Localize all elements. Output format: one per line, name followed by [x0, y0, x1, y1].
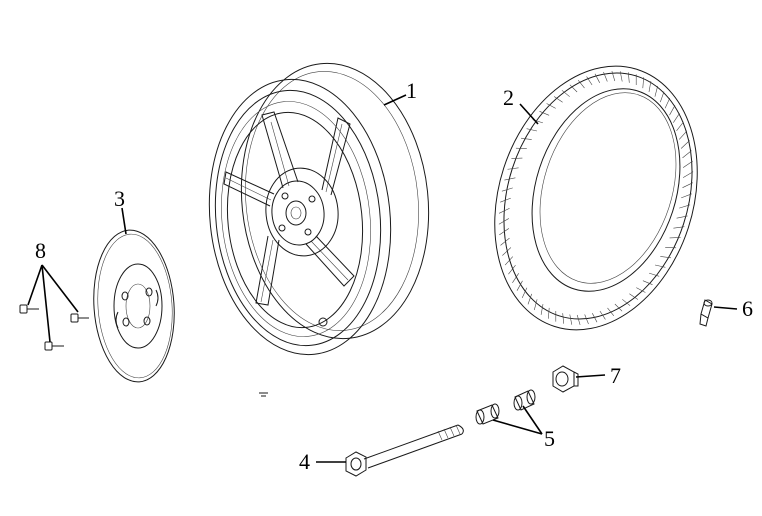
tire-tread-mark: [603, 71, 608, 82]
tire-tread-mark: [553, 96, 563, 103]
callout-8: 8: [35, 238, 46, 263]
tire-tread-mark: [594, 73, 600, 83]
tire-tread-mark: [676, 121, 684, 131]
spacer-bushing: [475, 389, 536, 425]
tire-tread-mark: [682, 182, 694, 188]
tire-tread-mark: [540, 304, 544, 315]
tire-tread-mark: [629, 293, 639, 300]
tire-tread-mark: [520, 137, 532, 140]
tire-tread-mark: [642, 77, 644, 89]
tire-tread-mark: [562, 313, 564, 324]
tire-tread-mark: [504, 177, 516, 181]
tire-tread-mark: [679, 204, 691, 209]
tire-tread-mark: [498, 208, 510, 214]
tire-tread-mark: [569, 314, 573, 325]
wheel-rim: [208, 62, 430, 397]
tire-tread-mark: [614, 303, 623, 312]
tire-tread-mark: [682, 150, 692, 159]
axle-bolt: [345, 424, 464, 477]
tire-tread-mark: [654, 264, 666, 268]
tire-tread-mark: [512, 273, 519, 283]
tire-tread-mark: [669, 105, 676, 116]
tire-tread-mark: [636, 287, 646, 293]
tire-tread-mark: [619, 71, 623, 82]
tire-tread-mark: [592, 313, 598, 323]
tire-tread-mark: [502, 247, 512, 256]
tire-tread-mark: [511, 157, 523, 159]
tire-tread-mark: [577, 80, 585, 89]
tire-tread-mark: [498, 218, 510, 225]
tire-tread-mark: [539, 111, 550, 116]
callout-6: 6: [742, 296, 753, 321]
tire-tread-mark: [682, 171, 694, 178]
tire-tread-mark: [586, 76, 593, 86]
tire-tread-mark: [521, 287, 528, 299]
callout-4: 4: [299, 449, 310, 474]
tire-tread-mark: [499, 228, 510, 236]
axle-nut: [552, 365, 579, 393]
tire-tread-mark: [501, 187, 513, 192]
tire-tread-mark: [660, 91, 665, 103]
tire-tread-mark: [546, 103, 556, 109]
tire-tread-mark: [569, 84, 578, 93]
tire-tread-mark: [534, 299, 538, 311]
tire-tread-mark: [561, 90, 570, 97]
tire-tread-mark: [648, 81, 652, 92]
tire-tread-mark: [508, 265, 516, 275]
tire-tread-mark: [527, 293, 532, 305]
callout-7: 7: [610, 363, 621, 388]
tire: [494, 65, 698, 331]
tire-tread-mark: [504, 256, 514, 266]
tire-tread-mark: [678, 130, 688, 140]
tire-tread-mark: [649, 272, 660, 277]
tire-tread-mark: [673, 113, 680, 123]
callout-5: 5: [544, 426, 555, 451]
tire-tread-mark: [628, 72, 630, 83]
tire-tread-mark: [599, 310, 606, 320]
tire-tread-mark: [669, 237, 681, 239]
tire-tread-mark: [642, 280, 653, 285]
callout-1: 1: [406, 78, 417, 103]
tire-tread-mark: [622, 299, 631, 306]
callout-3: 3: [114, 186, 125, 211]
tire-tread-mark: [680, 140, 690, 149]
tire-tread-mark: [526, 128, 538, 132]
callout-labels: 1 2 3 4 5 6 7 8: [35, 78, 753, 474]
tire-tread-mark: [681, 193, 692, 199]
tire-tread-mark: [660, 256, 672, 259]
tire-tread-mark: [576, 314, 581, 325]
tire-tread-mark: [682, 160, 693, 168]
tire-tread-mark: [664, 97, 671, 109]
leader-lines: [27, 94, 738, 463]
brake-disc: [93, 229, 175, 383]
tire-tread-mark: [500, 197, 511, 203]
tire-tread-mark: [654, 85, 658, 97]
tire-tread-mark: [548, 307, 550, 319]
tire-tread-mark: [500, 237, 510, 246]
valve-stem: [699, 299, 713, 327]
disc-screw: [19, 304, 89, 351]
tire-tread-mark: [607, 307, 615, 316]
tire-tread-mark: [584, 314, 589, 325]
tire-tread-mark: [676, 215, 688, 219]
tire-tread-mark: [507, 167, 519, 170]
tire-tread-mark: [673, 226, 685, 229]
tire-tread-mark: [611, 71, 616, 82]
callout-2: 2: [503, 85, 514, 110]
tire-tread-mark: [516, 280, 523, 291]
